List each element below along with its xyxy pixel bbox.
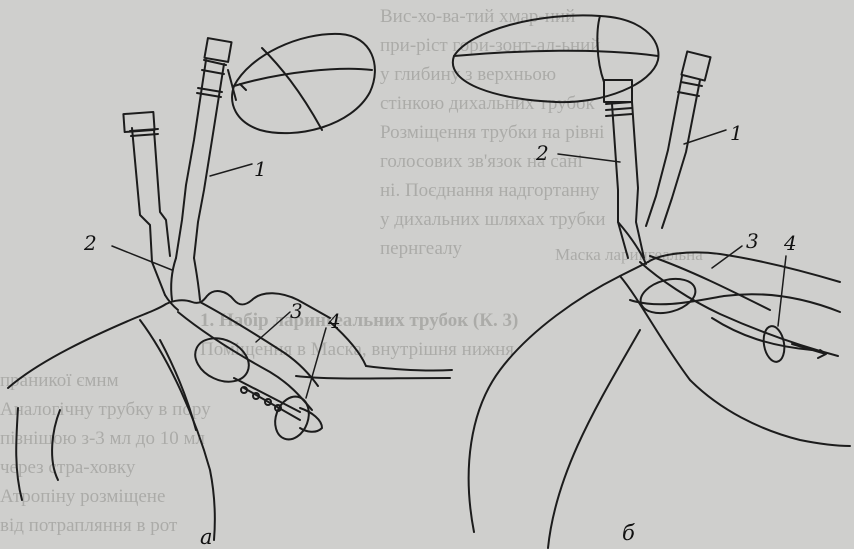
caption-a: а: [200, 525, 213, 549]
label-a-3: 3: [290, 299, 303, 323]
label-a-1: 1: [254, 157, 267, 181]
label-b-1: 1: [730, 121, 743, 145]
label-a-2: 2: [83, 231, 97, 255]
label-b-4: 4: [783, 231, 797, 255]
figure-b-tubes: [604, 51, 711, 264]
caption-b: б: [622, 521, 635, 545]
figure-b-bag: [453, 15, 659, 102]
label-b-3: 3: [746, 229, 759, 253]
label-b-2: 2: [535, 141, 549, 165]
figure-a-airway: [178, 302, 322, 444]
figure-a-bag: [228, 34, 375, 133]
figure-a-face-outline: [8, 291, 452, 540]
figure-b-leaders: [558, 130, 786, 326]
figure-b-face-outline: [469, 252, 850, 548]
figure-a-leaders: [112, 164, 326, 398]
label-a-4: 4: [327, 309, 341, 333]
